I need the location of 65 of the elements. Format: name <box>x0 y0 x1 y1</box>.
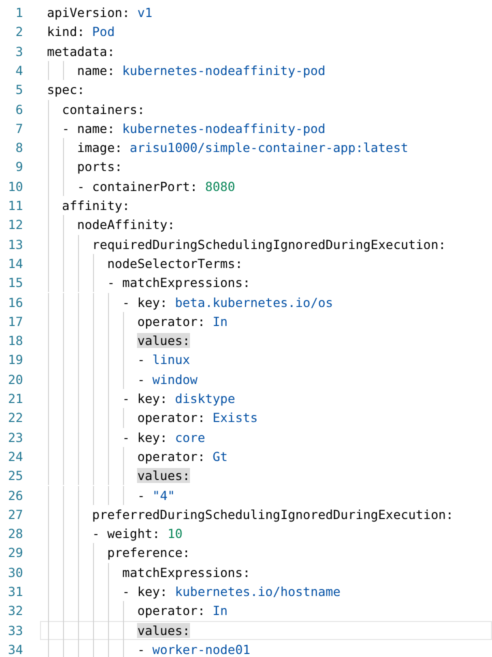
line-number: 29 <box>6 544 23 562</box>
line-number: 27 <box>6 506 23 524</box>
code-line: image: arisu1000/simple-container-app:latest <box>77 139 408 158</box>
line-number: 21 <box>6 390 23 408</box>
code-line: - worker-node01 <box>137 640 250 657</box>
line-number: 14 <box>6 254 23 273</box>
line-number: 26 <box>6 486 23 504</box>
code-line: spec: <box>47 81 85 100</box>
code-line: name: kubernetes-nodeaffinity-pod <box>77 62 326 80</box>
line-number: 20 <box>6 370 23 389</box>
code-line: - "4" <box>137 486 175 504</box>
code-line: kind: Pod <box>47 23 115 42</box>
code-line: requiredDuringSchedulingIgnoredDuringExecution: <box>92 236 446 254</box>
line-number: 22 <box>6 409 23 428</box>
line-number: 33 <box>6 622 23 640</box>
code-line: metadata: <box>47 42 115 61</box>
line-number: 7 <box>14 120 23 138</box>
line-number: 18 <box>6 332 23 350</box>
line-number: 10 <box>6 178 23 196</box>
code-line: - matchExpressions: <box>107 274 250 292</box>
line-number: 28 <box>6 525 23 544</box>
code-line: preference: <box>107 544 190 562</box>
line-number: 13 <box>6 236 23 254</box>
line-number: 19 <box>6 351 23 370</box>
code-line: affinity: <box>62 197 130 215</box>
line-number: 24 <box>6 448 23 466</box>
code-line: - key: kubernetes.io/hostname <box>122 583 341 601</box>
line-number: 2 <box>14 23 23 42</box>
line-number: 23 <box>6 428 23 447</box>
code-line: operator: Exists <box>137 409 258 428</box>
code-line: - key: beta.kubernetes.io/os <box>122 294 334 312</box>
code-line: ports: <box>77 158 122 176</box>
code-line: - linux <box>137 351 190 370</box>
line-number: 6 <box>14 100 23 118</box>
code-line: - key: disktype <box>122 390 236 408</box>
line-number: 31 <box>6 583 23 601</box>
code-line: operator: Gt <box>137 448 228 466</box>
code-line: - name: kubernetes-nodeaffinity-pod <box>62 120 326 138</box>
code-line: matchExpressions: <box>122 564 250 582</box>
code-line: nodeSelectorTerms: <box>107 254 243 273</box>
code-line: operator: In <box>137 602 228 620</box>
code-line: - weight: 10 <box>92 525 183 544</box>
line-number: 30 <box>6 564 23 582</box>
code-line: preferredDuringSchedulingIgnoredDuringExecution: <box>92 506 454 524</box>
code-line: apiVersion: v1 <box>47 4 152 22</box>
code-line: - containerPort: 8080 <box>77 178 236 196</box>
line-number: 17 <box>6 312 23 331</box>
line-number: 15 <box>6 274 23 292</box>
line-number: 8 <box>14 139 23 158</box>
line-number: 16 <box>6 294 23 312</box>
line-number: 11 <box>6 197 23 215</box>
line-number: 3 <box>14 42 23 61</box>
code-line: containers: <box>62 100 145 118</box>
code-line: nodeAffinity: <box>77 216 175 234</box>
line-number: 1 <box>14 4 23 22</box>
code-line: - key: core <box>122 428 206 447</box>
line-number: 12 <box>6 216 23 234</box>
line-number: 32 <box>6 602 23 620</box>
line-number: 4 <box>14 62 23 80</box>
line-number: 34 <box>6 640 23 657</box>
line-number: 9 <box>14 158 23 176</box>
code-line: - window <box>137 370 198 389</box>
code-line: operator: In <box>137 312 228 331</box>
line-number: 25 <box>6 467 23 486</box>
line-number: 5 <box>14 81 23 100</box>
